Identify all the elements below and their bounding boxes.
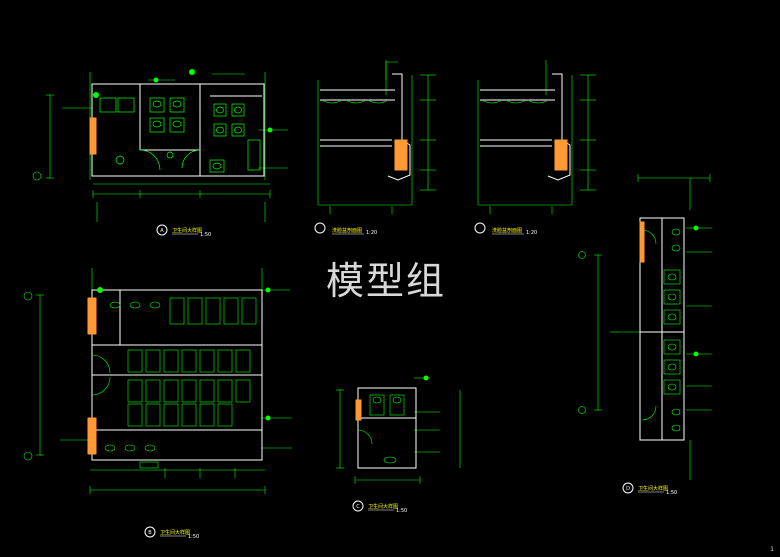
plan-a [32,69,288,222]
svg-text:洗脸盆剖面图: 洗脸盆剖面图 [332,227,362,234]
view-title-a: A 卫生间大样图 1:50 [156,224,211,238]
svg-text:B: B [148,530,152,536]
view-title-b: B 卫生间大样图 1:50 [144,526,199,540]
plan-c [336,375,461,484]
svg-text:1:50: 1:50 [396,508,407,514]
section-s1 [314,60,436,234]
svg-text:卫生间大样图: 卫生间大样图 [638,485,668,492]
plan-d [578,174,712,480]
view-title-s2: 洗脸盆剖面图 1:20 [492,227,537,236]
plan-b [23,268,292,494]
view-title-d: D 卫生间大样图 1:50 [622,482,677,496]
svg-text:1:50: 1:50 [666,490,677,496]
svg-text:卫生间大样图: 卫生间大样图 [172,227,202,234]
svg-text:洗脸盆剖面图: 洗脸盆剖面图 [492,227,522,234]
view-title-s1: 洗脸盆剖面图 1:20 [332,227,377,236]
svg-text:C: C [356,504,360,510]
svg-text:卫生间大样图: 卫生间大样图 [160,529,190,536]
svg-text:A: A [160,228,164,234]
svg-text:卫生间大样图: 卫生间大样图 [368,503,398,510]
page-number: 1 [770,546,774,553]
svg-text:1:20: 1:20 [526,230,537,236]
section-s2 [474,60,596,234]
watermark-text: 模型组 [326,259,447,303]
view-title-c: C 卫生间大样图 1:50 [352,500,407,514]
svg-text:1:20: 1:20 [366,230,377,236]
svg-text:1:50: 1:50 [200,232,211,238]
svg-text:D: D [626,486,630,492]
svg-text:1:50: 1:50 [188,534,199,540]
